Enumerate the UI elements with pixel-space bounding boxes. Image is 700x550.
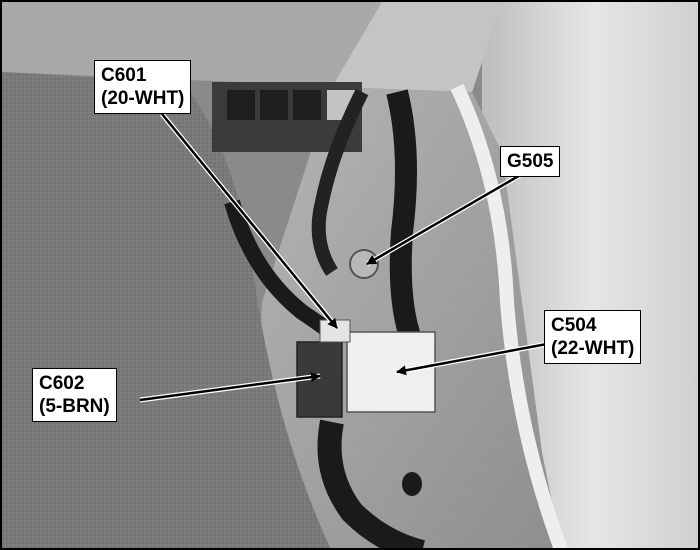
ground-bolt: [349, 249, 379, 279]
callout-g505-code: G505: [507, 151, 554, 172]
callout-c504: C504 (22-WHT): [544, 310, 642, 364]
harness-lower: [317, 419, 426, 548]
callout-c504-detail: (22-WHT): [551, 338, 635, 359]
callout-c601-detail: (20-WHT): [101, 88, 185, 109]
callout-g505: G505: [500, 146, 561, 177]
pillar-edge: [450, 84, 568, 548]
callout-c504-code: C504: [551, 315, 597, 336]
callout-c601: C601 (20-WHT): [94, 60, 192, 114]
callout-c601-code: C601: [101, 65, 147, 86]
body-hole: [402, 472, 422, 496]
connector-c601: [319, 319, 351, 343]
harness-main: [386, 89, 423, 346]
callout-c602-detail: (5-BRN): [39, 396, 110, 417]
connector-c504: [346, 331, 436, 413]
callout-c602-code: C602: [39, 373, 85, 394]
overhang-edge: [332, 2, 502, 92]
connector-c602: [296, 341, 343, 418]
callout-c602: C602 (5-BRN): [32, 368, 117, 422]
